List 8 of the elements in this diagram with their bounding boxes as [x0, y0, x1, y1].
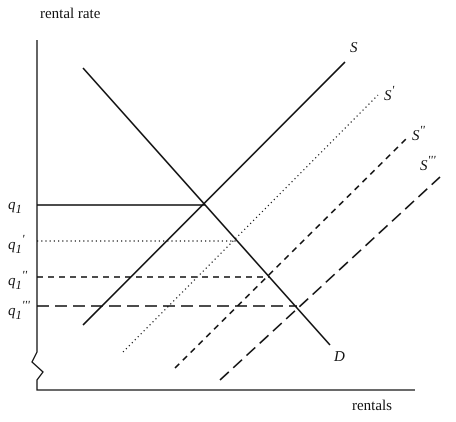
axis-title: rental rate — [40, 6, 100, 22]
axis-tick-label: q$_{1}$ — [8, 197, 22, 217]
curve-label: S$^{'}$ — [384, 82, 394, 104]
curve-label: S — [350, 40, 358, 56]
curve-label: S$^{''}$ — [412, 122, 425, 144]
curve-label: D — [334, 349, 345, 365]
axis-title: rentals — [352, 398, 392, 414]
curve-label: S$^{'''}$ — [420, 152, 436, 174]
